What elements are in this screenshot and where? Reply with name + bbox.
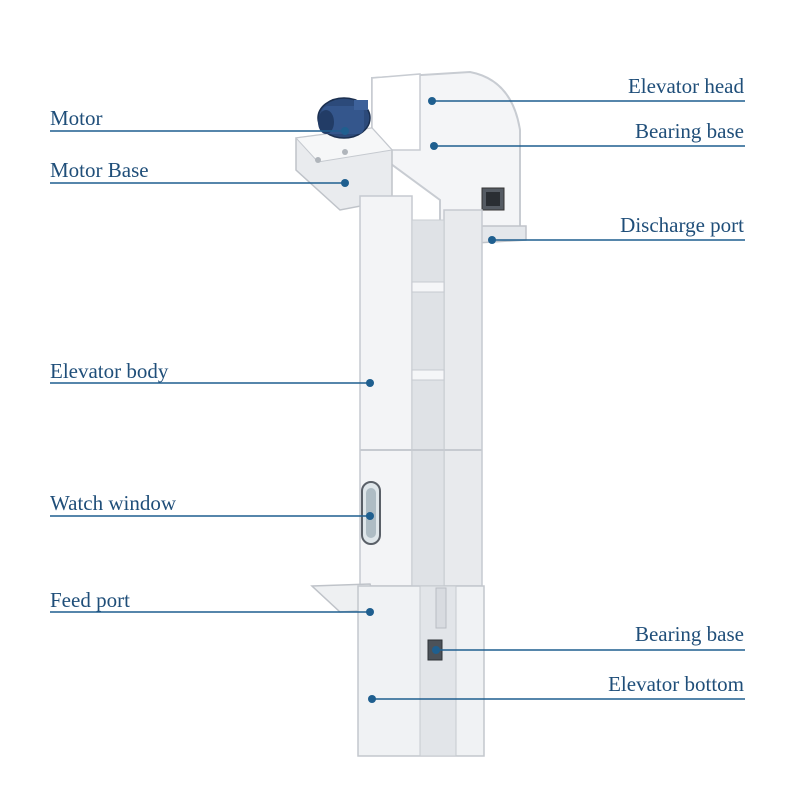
leader-discharge-port-dot xyxy=(488,236,496,244)
leader-motor-base-dot xyxy=(341,179,349,187)
label-bearing-base-bottom: Bearing base xyxy=(634,622,744,646)
elevator-body-shape xyxy=(359,195,483,587)
leader-bearing-base-bottom-dot xyxy=(432,646,440,654)
label-motor: Motor xyxy=(50,106,103,130)
label-elevator-body: Elevator body xyxy=(50,359,169,383)
elevator-bottom-shape xyxy=(357,585,485,757)
leader-bearing-base-top-dot xyxy=(430,142,438,150)
label-watch-window: Watch window xyxy=(50,491,177,515)
motor-shape xyxy=(317,97,371,139)
label-bearing-base-top: Bearing base xyxy=(634,119,744,143)
label-elevator-bottom: Elevator bottom xyxy=(608,672,744,696)
leader-elevator-bottom-dot xyxy=(368,695,376,703)
leader-watch-window-dot xyxy=(366,512,374,520)
leader-motor-dot xyxy=(341,127,349,135)
label-discharge-port: Discharge port xyxy=(620,213,744,237)
leader-feed-port-dot xyxy=(366,608,374,616)
label-elevator-head: Elevator head xyxy=(627,74,744,98)
motor-base-shape xyxy=(294,127,393,211)
leader-lines xyxy=(50,97,745,703)
label-motor-base: Motor Base xyxy=(50,158,149,182)
leader-elevator-body-dot xyxy=(366,379,374,387)
label-feed-port: Feed port xyxy=(50,588,130,612)
leader-elevator-head-dot xyxy=(428,97,436,105)
